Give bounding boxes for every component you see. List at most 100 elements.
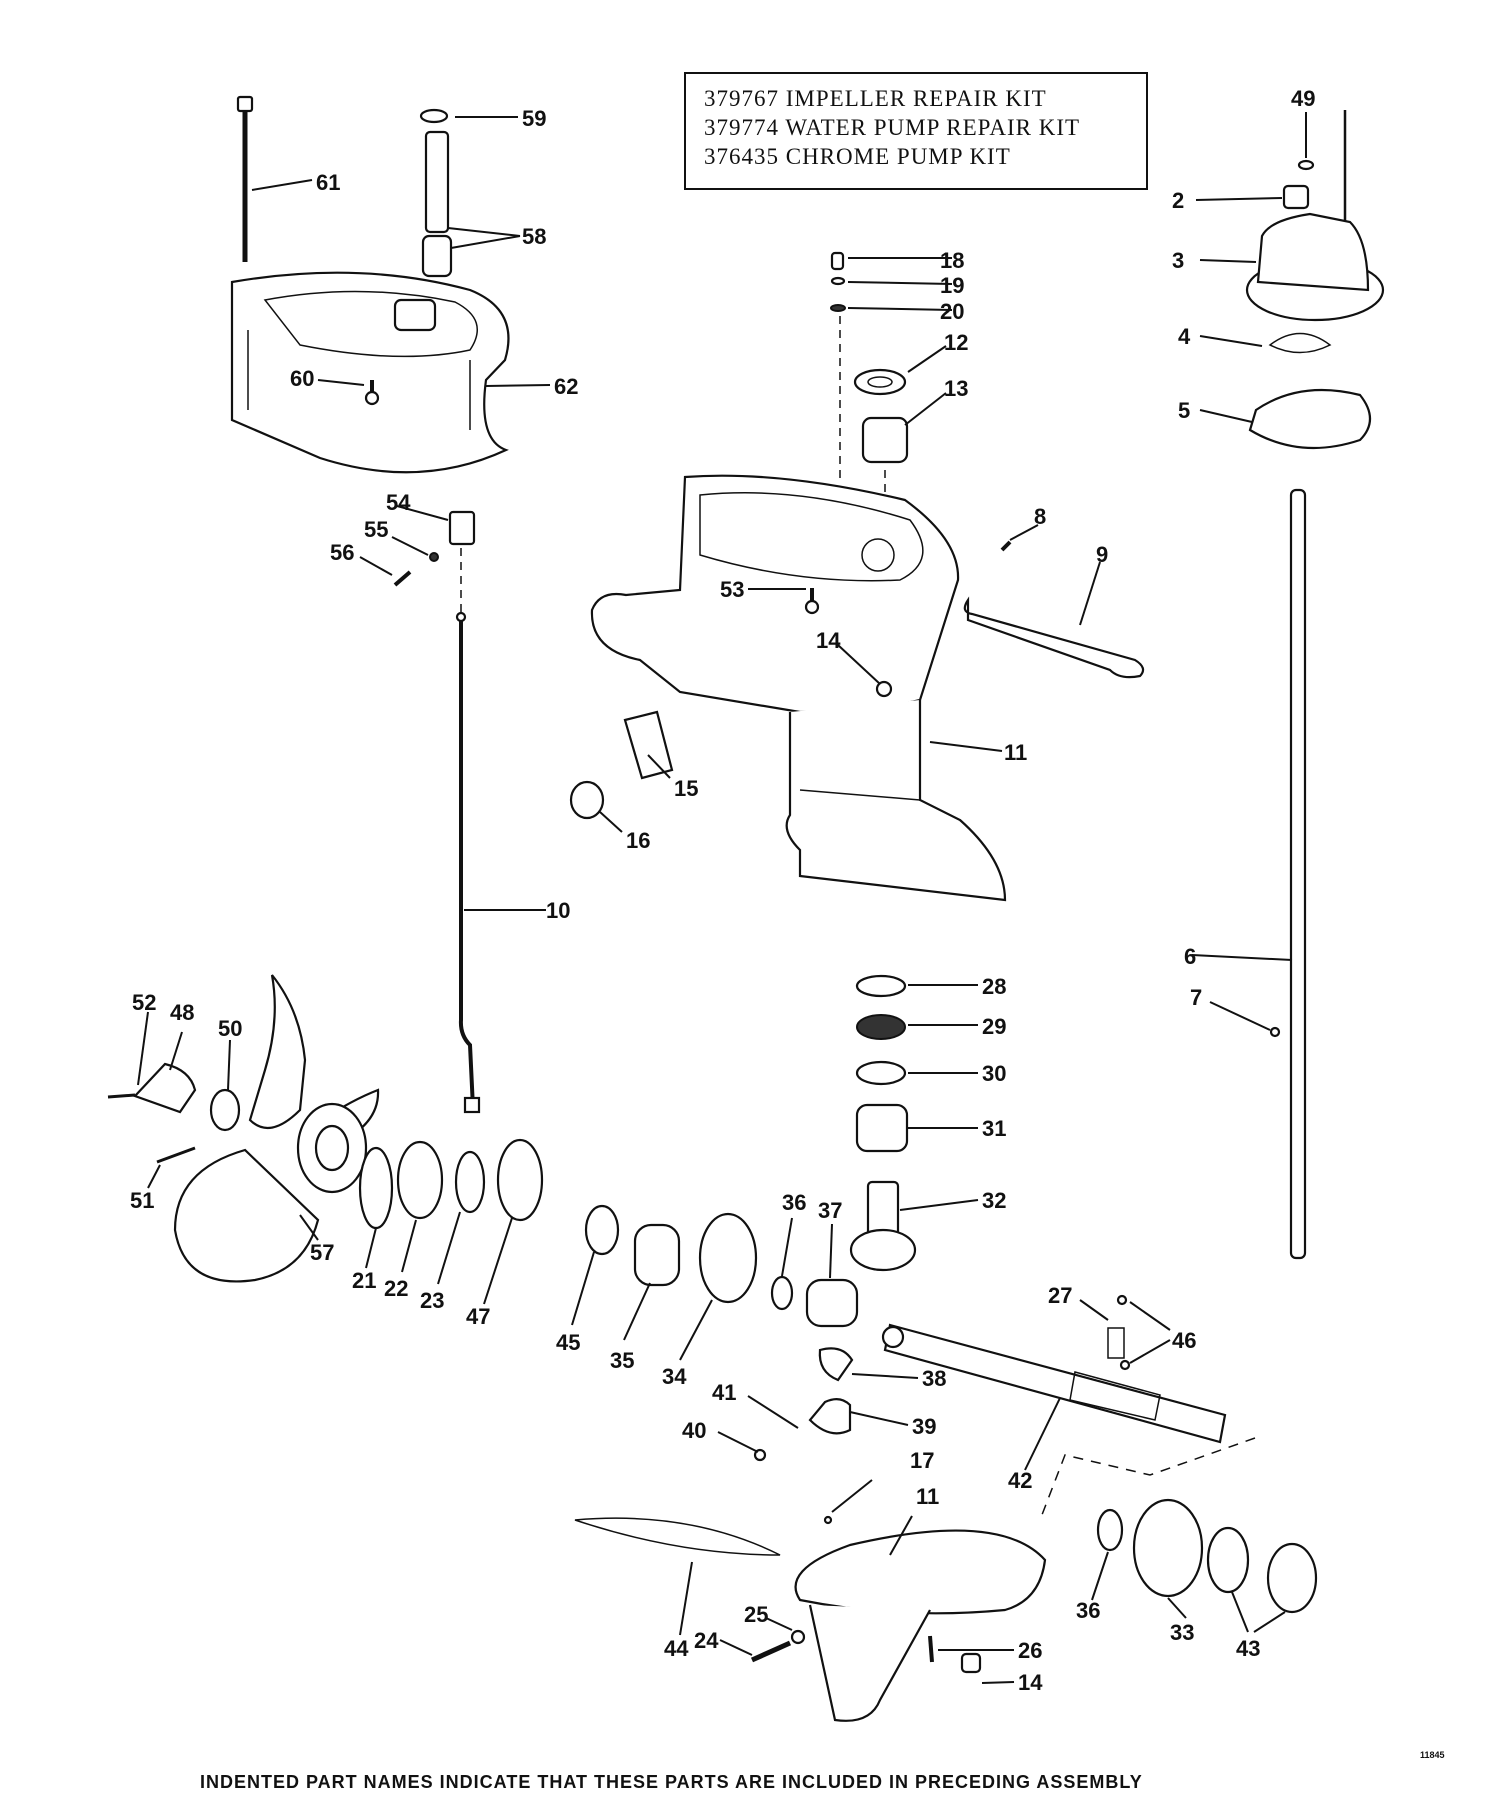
label-36: 36 bbox=[782, 1190, 806, 1215]
label-26: 26 bbox=[1018, 1638, 1042, 1663]
label-48: 48 bbox=[170, 1000, 194, 1025]
label-49: 49 bbox=[1291, 86, 1315, 111]
part-61-bolt bbox=[236, 95, 254, 262]
label-14: 14 bbox=[816, 628, 841, 653]
label-45: 45 bbox=[556, 1330, 580, 1355]
label-19: 19 bbox=[940, 273, 964, 298]
label-23: 23 bbox=[420, 1288, 444, 1313]
label-9: 9 bbox=[1096, 542, 1108, 567]
label-14-lower: 14 bbox=[1018, 1670, 1043, 1695]
part-8-9-link bbox=[963, 540, 1145, 679]
label-53: 53 bbox=[720, 577, 744, 602]
label-44: 44 bbox=[664, 1636, 689, 1661]
part-24-26-fasteners bbox=[750, 1629, 982, 1674]
kit-line-2: 379774 WATER PUMP REPAIR KIT bbox=[704, 113, 1128, 142]
label-47: 47 bbox=[466, 1304, 490, 1329]
part-60-screw bbox=[364, 380, 380, 406]
label-56: 56 bbox=[330, 540, 354, 565]
part-6-drive-shaft bbox=[1269, 488, 1307, 1260]
label-42: 42 bbox=[1008, 1468, 1032, 1493]
part-54-56-connector bbox=[393, 510, 476, 614]
label-2: 2 bbox=[1172, 188, 1184, 213]
label-29: 29 bbox=[982, 1014, 1006, 1039]
kit-name: CHROME PUMP KIT bbox=[785, 144, 1011, 169]
label-32: 32 bbox=[982, 1188, 1006, 1213]
label-57: 57 bbox=[310, 1240, 334, 1265]
label-52: 52 bbox=[132, 990, 156, 1015]
part-shift-cradle bbox=[753, 1347, 854, 1462]
label-25: 25 bbox=[744, 1602, 768, 1627]
label-15: 15 bbox=[674, 776, 698, 801]
part-reverse-gear-group bbox=[1096, 1498, 1318, 1614]
label-6: 6 bbox=[1184, 944, 1196, 969]
label-38: 38 bbox=[922, 1366, 946, 1391]
label-58: 58 bbox=[522, 224, 546, 249]
label-35: 35 bbox=[610, 1348, 634, 1373]
label-59: 59 bbox=[522, 106, 546, 131]
label-55: 55 bbox=[364, 517, 388, 542]
label-33: 33 bbox=[1170, 1620, 1194, 1645]
kit-line-1: 379767 IMPELLER REPAIR KIT bbox=[704, 84, 1128, 113]
label-36-lower: 36 bbox=[1076, 1598, 1100, 1623]
kit-number: 376435 bbox=[704, 144, 779, 169]
label-50: 50 bbox=[218, 1016, 242, 1041]
kit-number: 379774 bbox=[704, 115, 779, 140]
label-11: 11 bbox=[1004, 740, 1027, 765]
part-42-propeller-shaft bbox=[881, 1323, 1256, 1521]
label-60: 60 bbox=[290, 366, 314, 391]
part-11-gearcase-upper bbox=[590, 474, 1007, 902]
label-30: 30 bbox=[982, 1061, 1006, 1086]
part-forward-gear-group bbox=[584, 1204, 859, 1328]
label-13: 13 bbox=[944, 376, 968, 401]
label-39: 39 bbox=[912, 1414, 936, 1439]
part-32-pinion bbox=[849, 1180, 917, 1272]
label-31: 31 bbox=[982, 1116, 1006, 1141]
label-27: 27 bbox=[1048, 1283, 1072, 1308]
kit-name: WATER PUMP REPAIR KIT bbox=[785, 115, 1081, 140]
part-propeller-assembly bbox=[107, 974, 544, 1283]
footer-note: INDENTED PART NAMES INDICATE THAT THESE … bbox=[200, 1772, 1143, 1792]
figure-code: 11845 bbox=[1420, 1750, 1445, 1760]
label-46: 46 bbox=[1172, 1328, 1196, 1353]
label-8: 8 bbox=[1034, 504, 1046, 529]
label-4: 4 bbox=[1178, 324, 1191, 349]
label-11-lower: 11 bbox=[916, 1484, 939, 1509]
label-43: 43 bbox=[1236, 1636, 1260, 1661]
part-27-46-spring bbox=[1107, 1294, 1131, 1371]
part-14-16-small bbox=[569, 588, 893, 820]
label-34: 34 bbox=[662, 1364, 687, 1389]
part-12-20-bearing-stack bbox=[830, 251, 909, 510]
kit-line-3: 376435 CHROME PUMP KIT bbox=[704, 142, 1128, 171]
part-water-pump bbox=[1245, 110, 1385, 450]
label-54: 54 bbox=[386, 490, 411, 515]
label-12: 12 bbox=[944, 330, 968, 355]
label-7: 7 bbox=[1190, 985, 1202, 1010]
label-40: 40 bbox=[682, 1418, 706, 1443]
kit-name: IMPELLER REPAIR KIT bbox=[785, 86, 1047, 111]
part-58-59-tube bbox=[419, 108, 453, 278]
label-5: 5 bbox=[1178, 398, 1190, 423]
label-17: 17 bbox=[910, 1448, 934, 1473]
label-18: 18 bbox=[940, 248, 964, 273]
label-22: 22 bbox=[384, 1276, 408, 1301]
label-51: 51 bbox=[130, 1188, 154, 1213]
part-28-31-seals bbox=[855, 974, 909, 1153]
part-11-gearcase-lower bbox=[574, 1515, 1047, 1722]
leader-lines bbox=[137, 112, 1307, 1684]
part-drawings bbox=[107, 95, 1385, 1722]
label-10: 10 bbox=[546, 898, 570, 923]
label-41: 41 bbox=[712, 1380, 736, 1405]
label-21: 21 bbox=[352, 1268, 376, 1293]
label-62: 62 bbox=[554, 374, 578, 399]
label-28: 28 bbox=[982, 974, 1006, 999]
label-16: 16 bbox=[626, 828, 650, 853]
label-20: 20 bbox=[940, 299, 964, 324]
label-37: 37 bbox=[818, 1198, 842, 1223]
kit-number: 379767 bbox=[704, 86, 779, 111]
label-3: 3 bbox=[1172, 248, 1184, 273]
part-10-shift-rod bbox=[455, 611, 481, 1114]
part-labels: 61 59 58 62 60 54 55 56 49 2 3 4 5 18 19… bbox=[130, 86, 1315, 1695]
label-24: 24 bbox=[694, 1628, 719, 1653]
label-61: 61 bbox=[316, 170, 340, 195]
